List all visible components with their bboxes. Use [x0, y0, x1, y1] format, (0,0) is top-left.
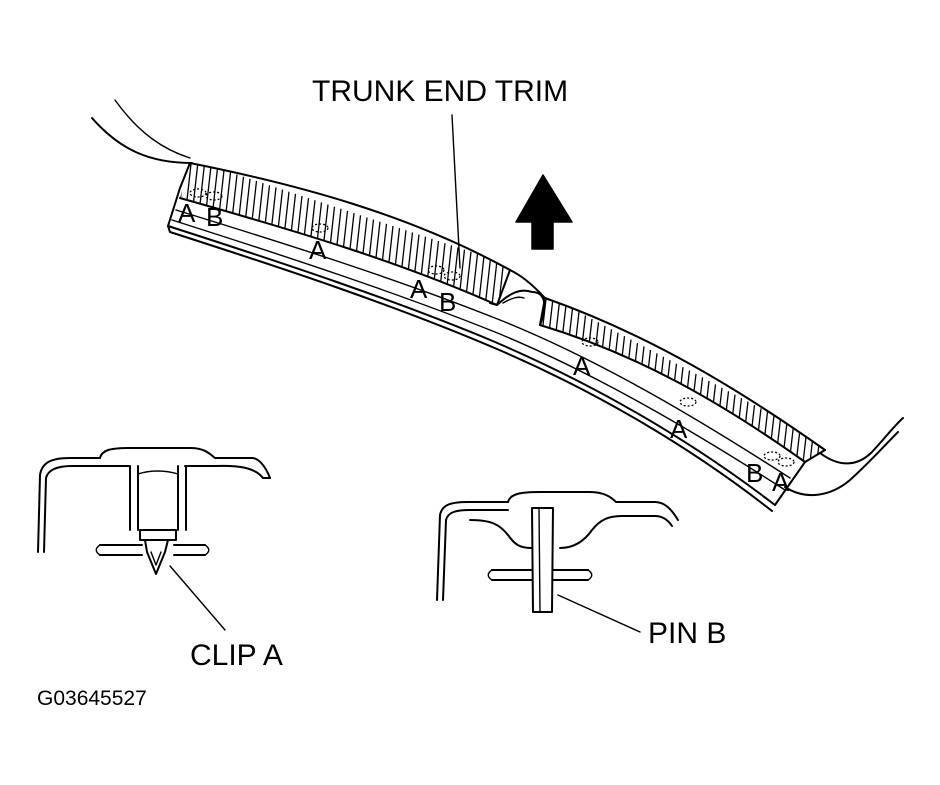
hatch-stroke	[243, 178, 251, 233]
trunk-end-trim-panel	[167, 162, 826, 512]
hatch-stroke	[611, 332, 619, 385]
marker-a-6: A	[772, 467, 790, 497]
hatch-stroke	[223, 172, 232, 227]
position-markers: A B A A B A A B A	[178, 198, 790, 497]
hatch-stroke	[399, 230, 407, 285]
hatch-stroke	[340, 210, 349, 266]
trunk-end-trim-leader	[451, 114, 461, 269]
marker-b-1: B	[206, 202, 223, 232]
hatch-stroke	[347, 213, 355, 268]
hatch-stroke	[630, 342, 639, 396]
hatch-stroke	[483, 258, 492, 305]
hatch-stroke	[793, 429, 801, 462]
hatch-stroke	[230, 174, 238, 229]
hatch-stroke	[360, 217, 368, 272]
hatch-stroke	[490, 260, 498, 305]
hatch-stroke	[386, 225, 394, 281]
hatch-stroke	[637, 346, 645, 399]
hatch-stroke	[464, 251, 472, 305]
hatch-stroke	[643, 349, 652, 402]
hatch-stroke	[256, 183, 264, 238]
figure-code: G03645527	[37, 687, 147, 710]
hatch-stroke	[617, 336, 626, 389]
pin-b-label: PIN B	[648, 617, 726, 650]
hatch-stroke	[295, 195, 303, 251]
hatch-stroke	[249, 180, 258, 236]
pin-b-leader	[557, 594, 641, 633]
marker-a-2: A	[309, 235, 327, 265]
hatch-stroke	[477, 255, 485, 305]
marker-b-3: B	[746, 458, 763, 488]
hatch-stroke	[373, 221, 381, 276]
hatch-stroke	[197, 163, 206, 218]
hatch-stroke	[754, 408, 762, 461]
hatch-stroke	[327, 206, 336, 261]
hatch-stroke	[806, 435, 814, 462]
marker-a-3: A	[410, 274, 428, 304]
hatch-stroke	[747, 404, 756, 458]
hatch-stroke	[301, 198, 310, 253]
hatch-stroke	[598, 325, 606, 378]
marker-b-2: B	[439, 287, 456, 317]
hatch-stroke	[496, 262, 505, 305]
hatch-stroke	[728, 394, 736, 447]
hatch-stroke	[334, 208, 342, 263]
trim-hatching-right	[540, 298, 825, 462]
hatch-stroke	[392, 228, 401, 283]
vehicle-body-outline	[91, 99, 904, 497]
hatch-stroke	[275, 189, 284, 244]
hatch-stroke	[799, 432, 808, 462]
hatch-stroke	[734, 398, 743, 451]
hatch-stroke	[604, 329, 613, 382]
hatch-stroke	[624, 339, 632, 392]
hatch-stroke	[650, 353, 658, 406]
clip-a-label: CLIP A	[190, 639, 283, 672]
trunk-end-trim-label: TRUNK END TRIM	[312, 75, 568, 108]
hatch-stroke	[269, 187, 277, 242]
clip-a-detail	[37, 447, 271, 575]
marker-a-4: A	[573, 351, 591, 381]
hatch-stroke	[786, 425, 795, 462]
hatch-stroke	[262, 185, 271, 240]
hatch-stroke	[431, 240, 440, 296]
hatch-stroke	[282, 191, 290, 246]
hatch-stroke	[470, 253, 479, 305]
pin-b-detail	[436, 491, 679, 613]
hatch-stroke	[591, 322, 600, 375]
marker-a-1: A	[178, 198, 196, 228]
hatch-stroke	[366, 219, 375, 274]
hatch-stroke	[741, 401, 749, 454]
marker-a-5: A	[670, 414, 688, 444]
hatch-stroke	[288, 193, 297, 248]
hatch-stroke	[812, 439, 821, 462]
hatch-stroke	[236, 176, 245, 231]
clip-position-dots	[189, 188, 795, 467]
hatch-stroke	[353, 215, 362, 270]
hatch-stroke	[379, 223, 388, 278]
hatch-stroke	[656, 356, 665, 409]
hatch-stroke	[760, 411, 769, 462]
up-arrow-icon	[515, 174, 573, 250]
clip-a-leader	[169, 565, 226, 631]
